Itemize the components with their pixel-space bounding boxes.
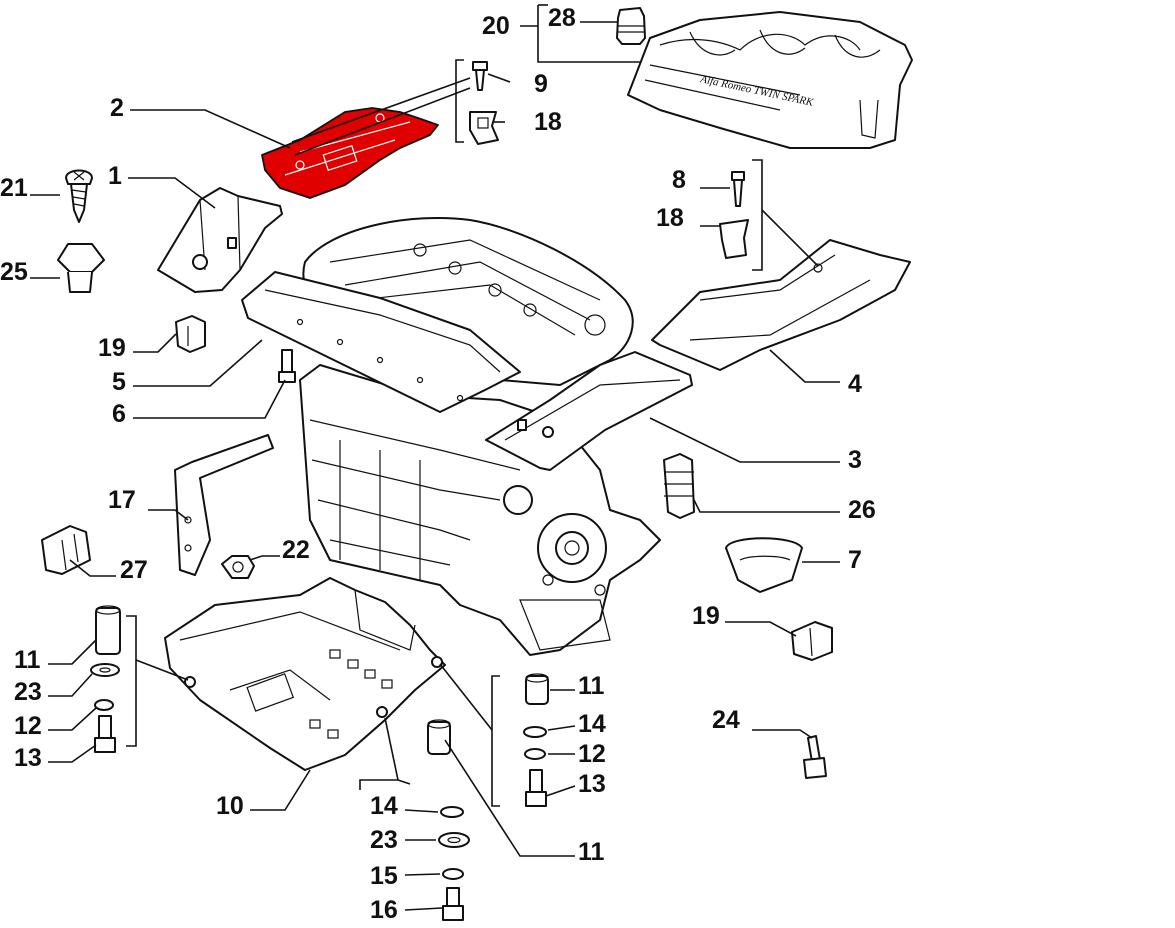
bolt-part-13-right [525,769,547,807]
engine-cover-part-20: Alfa Romeo TWIN SPARK [627,11,913,149]
callout-8: 8 [672,166,686,194]
callout-28: 28 [548,4,576,32]
callout-22: 22 [282,536,310,564]
grommet-part-28 [616,7,646,45]
callout-13-right: 13 [578,770,606,798]
bolt-part-6 [278,349,296,383]
spacer-part-11-right [525,673,549,705]
bracket-part-1 [157,187,283,293]
clip-part-19-right [791,621,833,661]
callout-27: 27 [120,556,148,584]
nut-part-22 [221,555,255,579]
callout-labels: 2 1 20 28 9 18 21 25 19 5 6 8 18 4 3 26 … [0,4,876,924]
callout-15: 15 [370,862,398,890]
callout-23-left: 23 [14,678,42,706]
mount-part-7 [725,537,803,593]
heat-shield-part-2-highlighted [261,107,439,199]
callout-10: 10 [216,792,244,820]
callout-11-right: 11 [578,672,605,700]
screw-part-21 [65,169,93,223]
buffer-part-26 [663,453,695,519]
callout-18-top: 18 [534,108,562,136]
leader-lines [30,4,840,911]
spacer-part-11-middle [427,719,451,755]
callout-12-left: 12 [14,712,42,740]
callout-18-right: 18 [656,204,684,232]
callout-6: 6 [112,400,126,428]
screw-part-9 [472,61,488,91]
washer-part-23-left [90,663,120,677]
washer-part-14-bottom [440,806,464,818]
callout-9: 9 [534,70,548,98]
callout-7: 7 [848,546,862,574]
washer-part-15-bottom [442,868,464,880]
clip-part-18-top [469,111,499,145]
washer-part-12-left [94,699,114,711]
callout-14-bottom: 14 [370,792,398,820]
callout-26: 26 [848,496,876,524]
callout-25: 25 [0,258,28,286]
undertray-part-10 [164,577,446,771]
callout-11-bottom: 11 [578,838,605,866]
callout-23-bottom: 23 [370,826,398,854]
callout-20: 20 [482,12,510,40]
callout-1: 1 [108,162,122,190]
callout-11-left: 11 [14,646,41,674]
callout-5: 5 [112,368,126,396]
callout-16: 16 [370,896,398,924]
screw-part-8 [731,171,745,207]
bolt-part-16-bottom [442,887,464,921]
callout-2: 2 [110,94,124,122]
washer-part-14-right [523,726,547,738]
callout-3: 3 [848,446,862,474]
callout-14-right: 14 [578,710,606,738]
callout-24: 24 [712,706,740,734]
spacer-part-11-left [95,605,121,655]
bolt-part-13-left [94,715,116,753]
callout-12-right: 12 [578,740,606,768]
callout-4: 4 [848,370,862,398]
callout-19-left: 19 [98,334,126,362]
clip-part-19-left [175,315,206,353]
clip-part-18-right [719,219,749,259]
clip-part-25 [57,243,105,293]
bolt-part-24 [803,735,827,779]
bracket-part-17 [174,434,274,576]
callout-17: 17 [108,486,136,514]
washer-part-12-right [524,748,546,760]
cover-part-4 [651,239,911,371]
plate-part-5 [241,271,521,413]
callout-19-right: 19 [692,602,720,630]
washer-part-23-bottom [438,832,470,848]
callout-21: 21 [0,174,28,202]
callout-13-left: 13 [14,744,42,772]
plate-part-3 [485,351,693,471]
clip-part-27 [41,525,91,575]
